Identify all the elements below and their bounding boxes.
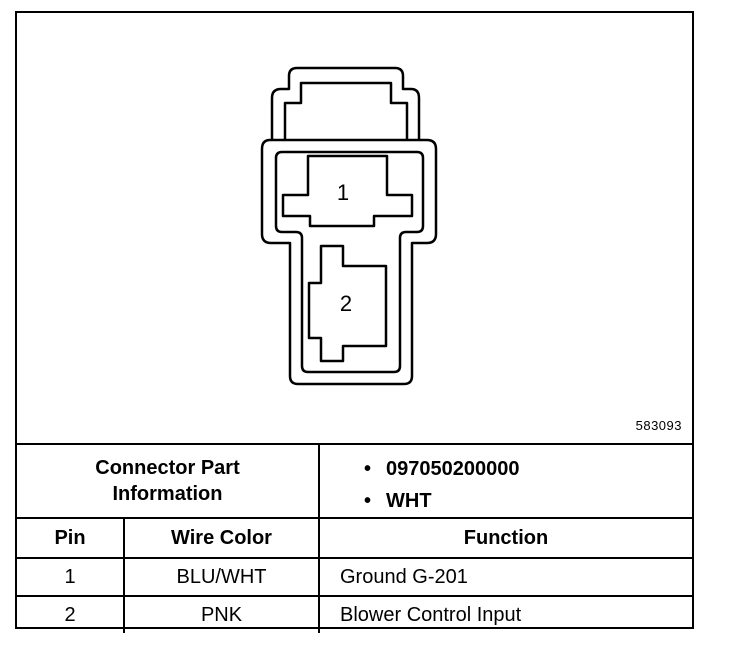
pin-cell: 1	[17, 557, 125, 597]
pin-2-label: 2	[340, 291, 352, 316]
function-cell: Blower Control Input	[318, 595, 692, 633]
body-inner	[274, 150, 425, 374]
function-cell: Ground G-201	[318, 557, 692, 597]
wire-color-cell: BLU/WHT	[123, 557, 320, 597]
connector-part-label: Connector Part Information	[17, 443, 320, 519]
wire-color-cell: PNK	[123, 595, 320, 633]
connector-info-table: Connector Part Information 097050200000 …	[17, 443, 692, 633]
header-pin: Pin	[17, 517, 125, 559]
connector-drawing: 1 2	[260, 66, 438, 386]
diagram-id: 583093	[635, 418, 682, 433]
connector-diagram: 1 2 583093	[17, 13, 692, 443]
part-number: 097050200000	[364, 453, 692, 485]
header-function: Function	[318, 517, 692, 559]
table-row: 2 PNK Blower Control Input	[17, 595, 692, 633]
body-outer	[260, 138, 438, 386]
connector-frame: 1 2 583093 Connector Part Information 09…	[15, 11, 694, 633]
connector-part-label-line2: Information	[112, 483, 223, 505]
table-row: 1 BLU/WHT Ground G-201	[17, 557, 692, 597]
pin-2-cavity	[307, 244, 388, 363]
table-header-row: Pin Wire Color Function	[17, 517, 692, 559]
pin-1-label: 1	[337, 180, 349, 205]
latch-outer	[270, 66, 421, 140]
part-color: WHT	[364, 485, 692, 517]
connector-part-row: Connector Part Information 097050200000 …	[17, 443, 692, 519]
latch-inner	[283, 81, 409, 140]
connector-part-values: 097050200000 WHT	[318, 443, 692, 519]
header-wire-color: Wire Color	[123, 517, 320, 559]
pin-1-cavity	[281, 154, 414, 228]
pin-cell: 2	[17, 595, 125, 633]
connector-part-label-line1: Connector Part	[95, 457, 240, 479]
